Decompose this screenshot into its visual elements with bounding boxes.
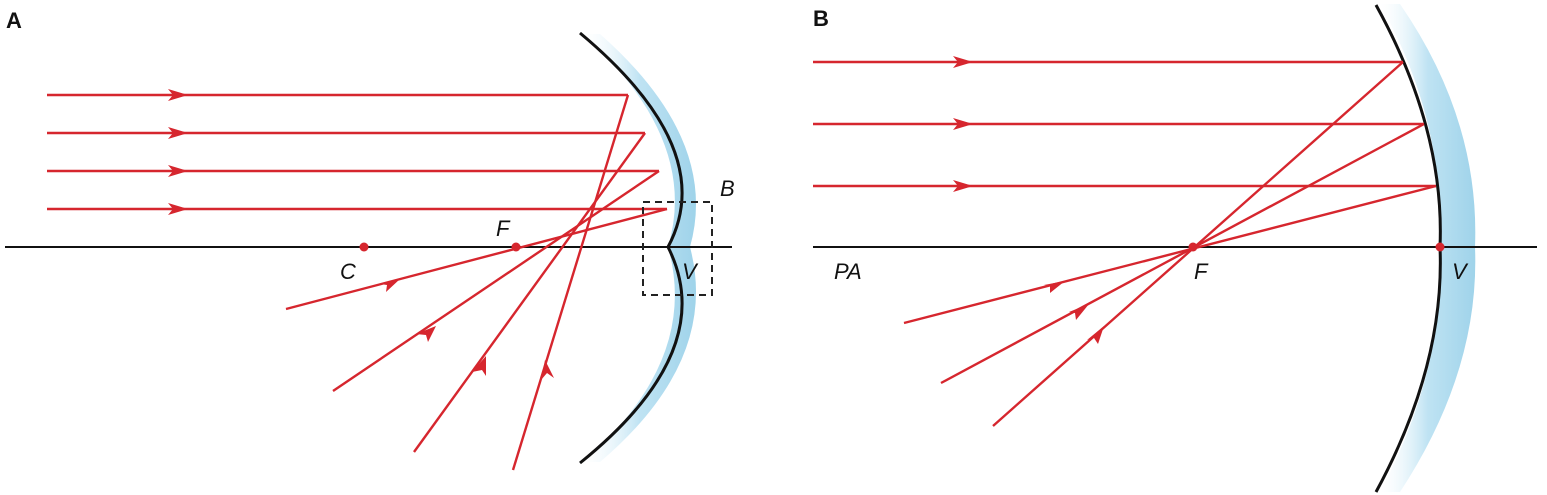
panel-a-label: A [6, 8, 22, 33]
reflected-ray-b3 [903, 184, 1437, 325]
label-v-b: V [1452, 259, 1469, 284]
ray-arrow-a4 [168, 203, 188, 215]
concave-mirror-a [579, 31, 684, 465]
magnified-region-box [642, 201, 713, 296]
ray-arrow-b1 [953, 56, 973, 68]
label-b: B [720, 176, 735, 201]
reflected-arrow-a1 [541, 360, 554, 380]
panel-b: B PA F V [813, 4, 1537, 493]
vertex-dot-b [1435, 242, 1445, 252]
reflected-arrow-a3 [416, 326, 436, 342]
label-f-a: F [496, 216, 511, 241]
label-v-a: V [682, 259, 699, 284]
ray-arrow-a3 [168, 165, 188, 177]
label-c: C [340, 259, 356, 284]
panel-a: A C F V B [5, 8, 735, 471]
panel-b-label: B [813, 6, 829, 31]
mirror-glass-b [1380, 4, 1476, 492]
reflected-ray-a4 [285, 207, 668, 311]
mirror-glass-a [583, 34, 696, 462]
focal-point-dot-a [511, 242, 521, 252]
label-f-b: F [1194, 259, 1209, 284]
reflected-arrow-a4 [380, 279, 400, 292]
reflected-ray-a2 [413, 132, 646, 453]
ray-arrow-b2 [953, 118, 973, 130]
reflected-ray-b2 [940, 122, 1425, 385]
reflected-arrow-a2 [472, 356, 486, 376]
reflected-arrow-b2 [1069, 304, 1089, 320]
ray-arrow-b3 [953, 180, 973, 192]
reflected-arrow-b3 [1044, 281, 1065, 293]
label-pa: PA [834, 259, 862, 284]
ray-arrow-a2 [168, 127, 188, 139]
reflected-arrow-b1 [1087, 326, 1104, 344]
ray-arrow-a1 [168, 89, 188, 101]
center-of-curvature-dot-a [359, 242, 369, 252]
focal-point-dot-b [1188, 242, 1198, 252]
reflected-ray-a1 [511, 94, 630, 471]
reflected-ray-a3 [332, 170, 660, 392]
